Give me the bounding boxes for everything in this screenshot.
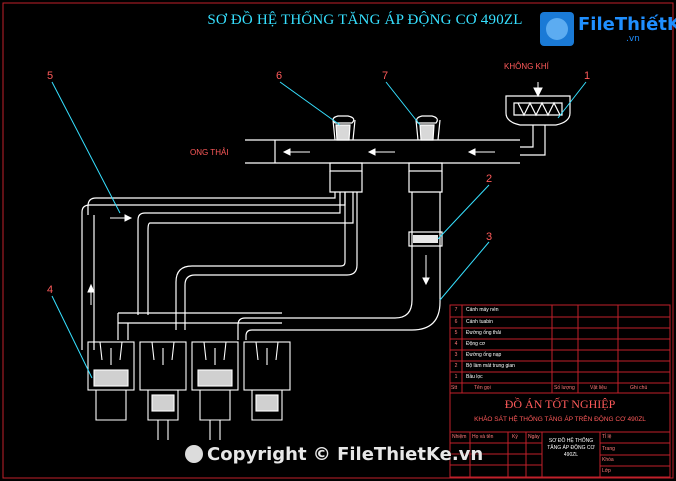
drawing-name: SƠ ĐỒ HỆ THỐNG TĂNG ÁP ĐỘNG CƠ 490ZL xyxy=(547,438,595,458)
label-scale: Tỉ lệ xyxy=(602,434,612,440)
label-course: Khóa xyxy=(602,457,614,463)
callout-5: 5 xyxy=(47,70,54,82)
globe-icon xyxy=(185,445,203,463)
table-row: 6 xyxy=(454,319,458,325)
title-subject: KHẢO SÁT HỆ THỐNG TĂNG ÁP TRÊN ĐỘNG CƠ 4… xyxy=(474,416,646,423)
table-row: Bộ làm mát trung gian xyxy=(466,363,515,369)
watermark-text: Copyright © FileThietKe.vn xyxy=(207,444,484,465)
col-task: Nhiệm xyxy=(452,434,467,440)
cylinder-4 xyxy=(243,341,291,421)
cylinder-3 xyxy=(191,341,239,440)
turbine-housing xyxy=(329,115,363,193)
logo-domain: .vn xyxy=(626,34,640,44)
table-row: Bầu lọc xyxy=(466,374,483,380)
table-row: Cánh tuabin xyxy=(466,319,493,325)
header-stt: Stt xyxy=(451,385,458,391)
flow-arrows xyxy=(87,82,543,305)
col-date: Ngày xyxy=(528,434,540,440)
drawing-title: SƠ ĐỒ HỆ THỐNG TĂNG ÁP ĐỘNG CƠ 490ZL xyxy=(207,12,523,28)
intercooler xyxy=(408,231,443,247)
filethietke-logo: FileThiếtKế .vn xyxy=(540,12,676,46)
engine-block xyxy=(87,341,291,440)
label-class: Lớp xyxy=(602,468,611,474)
title-block xyxy=(449,392,671,478)
table-row: 4 xyxy=(454,341,458,347)
leader-lines xyxy=(51,81,587,379)
table-row: 3 xyxy=(454,352,458,358)
label-exhaust-out: ONG THẢI xyxy=(190,148,229,157)
header-name: Tên gọi xyxy=(474,385,491,391)
label-air-in: KHÔNG KHÍ xyxy=(504,62,549,71)
title-school: ĐỒ ÁN TỐT NGHIỆP xyxy=(504,397,616,411)
header-note: Ghi chú xyxy=(630,385,648,391)
header-material: Vật liệu xyxy=(590,385,607,391)
compressor-housing xyxy=(408,115,443,193)
table-row: 5 xyxy=(454,330,458,336)
cylinder-1 xyxy=(87,341,135,421)
label-page: Trang xyxy=(602,446,615,452)
col-fullname: Họ và tên xyxy=(472,434,494,440)
callout-2: 2 xyxy=(486,173,493,185)
cylinder-2 xyxy=(139,341,187,440)
table-row: Đường ống nạp xyxy=(466,352,502,358)
logo-icon xyxy=(540,12,574,46)
callout-4: 4 xyxy=(47,284,54,296)
callout-7: 7 xyxy=(382,70,389,82)
table-row: 7 xyxy=(454,307,458,313)
logo-brand: FileThiếtKế xyxy=(578,14,676,35)
copyright-watermark: Copyright © FileThietKe.vn xyxy=(185,444,483,465)
header-qty: Số lượng xyxy=(554,385,575,391)
table-row: Cánh máy nén xyxy=(466,307,499,313)
callout-1: 1 xyxy=(584,70,591,82)
callout-6: 6 xyxy=(276,70,283,82)
table-row: 2 xyxy=(454,363,458,369)
table-row: Đường ống thải xyxy=(466,330,501,336)
air-filter xyxy=(505,95,571,130)
table-row: Động cơ xyxy=(466,341,486,347)
callout-3: 3 xyxy=(486,231,493,243)
table-row: 1 xyxy=(454,374,458,380)
col-sign: Ký xyxy=(512,434,518,440)
pipe-network xyxy=(81,130,546,350)
